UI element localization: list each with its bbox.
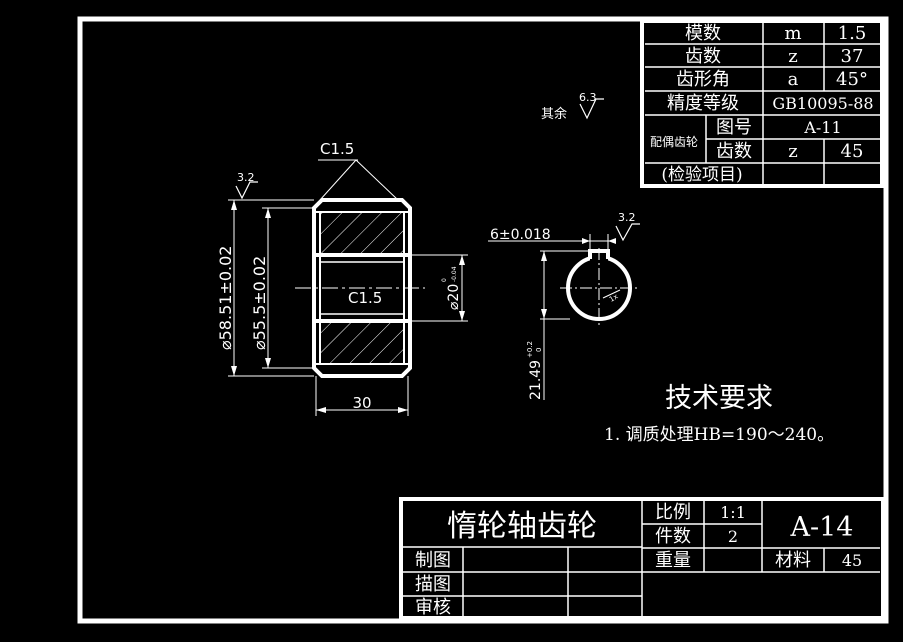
hub-end-view: 1x 6±0.018 3.2 21.49 +0.2 0 xyxy=(488,211,640,400)
accuracy-grade-label: 精度等级 xyxy=(667,93,739,114)
roughness-left-symbol xyxy=(235,181,258,200)
fillet-label: 1x xyxy=(608,292,619,303)
mating-drawing-value: A-11 xyxy=(803,118,841,137)
roughness-left-value: 3.2 xyxy=(237,171,255,184)
gear-section-view: C1.5 C1.5 ⌀58.51±0.02 ⌀55.5±0.02 3.2 ⌀20… xyxy=(216,140,468,416)
pressure-angle-symbol: a xyxy=(788,69,799,90)
outer-diameter-label: ⌀58.51±0.02 xyxy=(216,246,235,350)
accuracy-grade-value: GB10095-88 xyxy=(772,94,873,113)
mating-gear-label: 配偶齿轮 xyxy=(650,135,698,149)
bore-tol-upper: 0 xyxy=(441,278,448,282)
drawn-by-label: 制图 xyxy=(415,550,451,571)
scale-label: 比例 xyxy=(655,502,691,523)
inspection-items-label: (检验项目) xyxy=(661,165,742,185)
bore-diameter-label: ⌀20 xyxy=(446,284,462,310)
key-depth-tol-lower: 0 xyxy=(535,348,543,352)
part-name: 惰轮轴齿轮 xyxy=(447,509,597,544)
roughness-other-symbol xyxy=(579,98,604,120)
tech-requirements-title: 技术要求 xyxy=(665,383,773,414)
mating-drawing-label: 图号 xyxy=(716,117,752,138)
quantity-value: 2 xyxy=(728,527,738,546)
teeth-value: 37 xyxy=(841,46,864,67)
pressure-angle-value: 45° xyxy=(836,69,868,90)
drawing-number: A-14 xyxy=(790,512,854,543)
roughness-other-label: 其余 xyxy=(541,106,567,122)
mating-teeth-label: 齿数 xyxy=(716,141,752,162)
quantity-label: 件数 xyxy=(655,526,691,547)
width-label: 30 xyxy=(352,394,371,412)
roughness-right-value: 3.2 xyxy=(618,211,636,224)
inner-diameter-label: ⌀55.5±0.02 xyxy=(250,256,269,350)
chamfer-mid-label: C1.5 xyxy=(348,289,382,307)
chamfer-top-label: C1.5 xyxy=(320,140,354,158)
material-value: 45 xyxy=(842,551,862,570)
teeth-symbol: z xyxy=(788,46,797,67)
material-label: 材料 xyxy=(775,550,811,571)
mating-teeth-symbol: z xyxy=(788,141,797,162)
sheet-border xyxy=(77,16,889,624)
teeth-label: 齿数 xyxy=(685,46,721,67)
mating-teeth-value: 45 xyxy=(841,141,864,162)
hatch-lower xyxy=(320,323,404,363)
module-value: 1.5 xyxy=(838,23,867,44)
module-label: 模数 xyxy=(685,23,721,44)
checked-by-label: 审核 xyxy=(415,597,451,618)
key-depth-label: 21.49 xyxy=(528,360,544,400)
gear-parameter-table xyxy=(640,19,884,188)
gear-outline xyxy=(312,198,412,378)
scale-value: 1:1 xyxy=(720,503,746,522)
module-symbol: m xyxy=(784,23,801,44)
traced-by-label: 描图 xyxy=(415,574,451,595)
roughness-other: 其余 6.3 xyxy=(541,91,604,122)
hatch-upper xyxy=(320,213,404,253)
key-depth-tol-upper: +0.2 xyxy=(526,341,534,358)
roughness-right-symbol xyxy=(615,223,640,242)
title-block xyxy=(399,497,885,620)
tech-requirement-1: 1. 调质处理HB=190～240。 xyxy=(604,425,834,445)
roughness-other-value: 6.3 xyxy=(579,91,597,104)
pressure-angle-label: 齿形角 xyxy=(676,69,730,90)
key-width-label: 6±0.018 xyxy=(490,227,551,243)
bore-tol-lower: -0.04 xyxy=(451,266,458,282)
weight-label: 重量 xyxy=(655,550,691,571)
